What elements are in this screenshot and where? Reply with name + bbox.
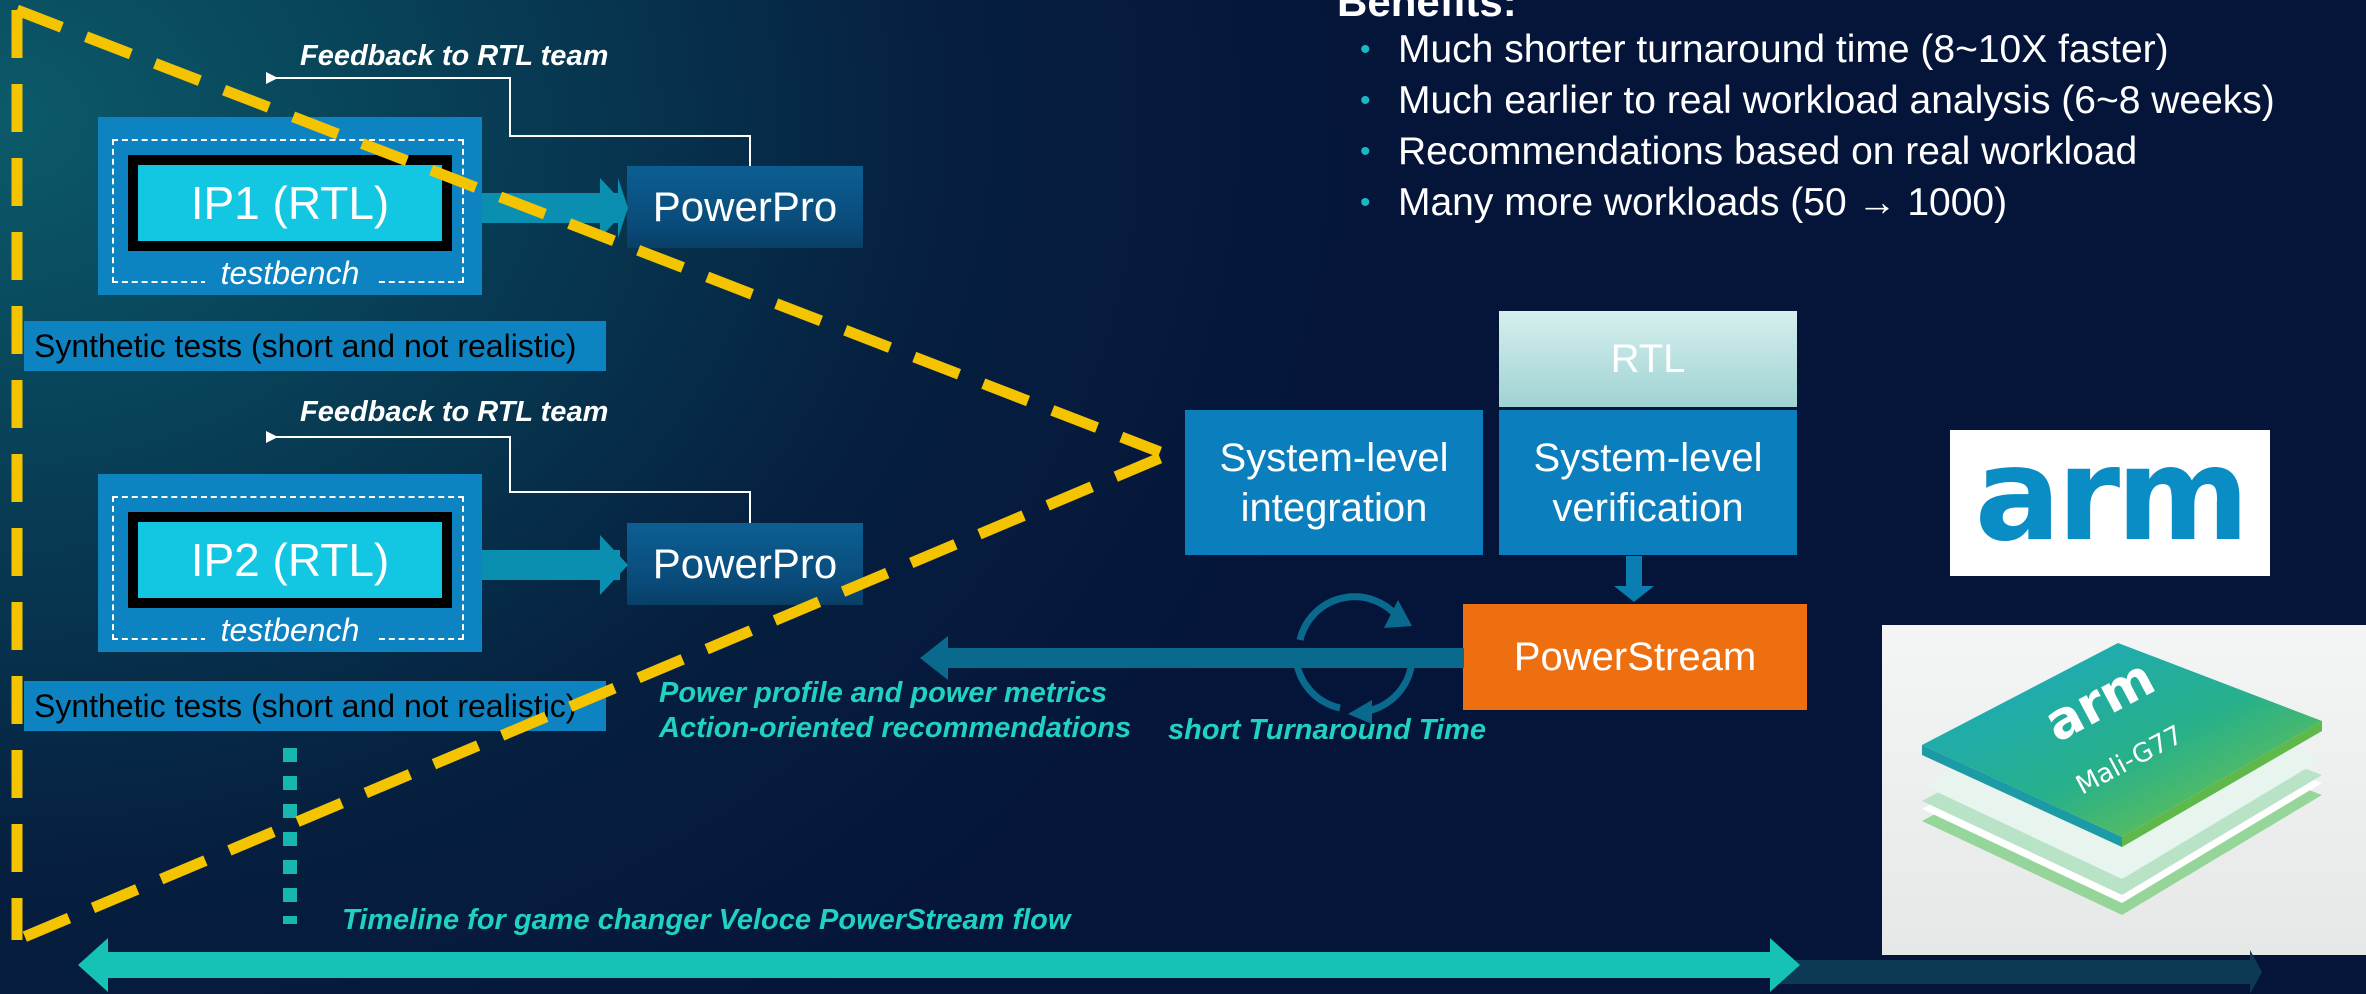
turnaround-label: short Turnaround Time — [1168, 714, 1486, 746]
system-integration-box: System-level integration — [1185, 410, 1483, 555]
powerstream-box: PowerStream — [1463, 604, 1807, 710]
powerstream-output-arrow — [920, 636, 1464, 680]
recommendations-label: Action-oriented recommendations — [659, 712, 1132, 744]
ip1-rtl-label: IP1 (RTL) — [138, 165, 442, 241]
rtl-box: RTL — [1499, 311, 1797, 407]
ip2-rtl-label: IP2 (RTL) — [138, 522, 442, 598]
ip1-block: IP1 (RTL) testbench — [98, 117, 482, 295]
power-profile-label: Power profile and power metrics — [659, 677, 1107, 709]
ip1-to-powerpro-arrow — [482, 178, 628, 238]
bullet-icon: • — [1360, 186, 1371, 219]
ip2-testbench-label: testbench — [98, 612, 482, 649]
benefit-item: •Many more workloads (50 → 1000) — [1360, 177, 2275, 228]
benefit-item: •Much shorter turnaround time (8~10X fas… — [1360, 24, 2275, 75]
verification-to-powerstream-arrow — [1614, 556, 1654, 602]
mali-chip-graphic: arm Mali-G77 — [1922, 643, 2322, 915]
bullet-icon: • — [1360, 33, 1371, 66]
ip2-block: IP2 (RTL) testbench — [98, 474, 482, 652]
bullet-icon: • — [1360, 84, 1371, 117]
bullet-icon: • — [1360, 135, 1371, 168]
arm-logo-graphic: arm — [1975, 443, 2250, 563]
benefit-item: •Recommendations based on real workload — [1360, 126, 2275, 177]
ip2-feedback-label: Feedback to RTL team — [300, 396, 609, 428]
benefit-item: •Much earlier to real workload analysis … — [1360, 75, 2275, 126]
ip2-to-powerpro-arrow — [482, 535, 628, 595]
ip1-synthetic-tests: Synthetic tests (short and not realistic… — [24, 321, 606, 371]
system-verification-box: System-level verification — [1499, 410, 1797, 555]
ip2-synthetic-tests: Synthetic tests (short and not realistic… — [24, 681, 606, 731]
benefits-title: Benefits: — [1337, 0, 1517, 25]
timeline-label: Timeline for game changer Veloce PowerSt… — [342, 904, 1071, 936]
ip1-testbench-label: testbench — [98, 255, 482, 292]
benefits-list: •Much shorter turnaround time (8~10X fas… — [1360, 24, 2275, 228]
ip1-feedback-label: Feedback to RTL team — [300, 40, 609, 72]
ip1-powerpro-box: PowerPro — [627, 166, 863, 248]
mali-chip-image: arm Mali-G77 — [1882, 625, 2366, 955]
turnaround-cycle-icon — [1292, 593, 1416, 724]
ip2-powerpro-box: PowerPro — [627, 523, 863, 605]
arm-logo: arm — [1950, 430, 2270, 576]
svg-text:arm: arm — [1975, 443, 2246, 563]
